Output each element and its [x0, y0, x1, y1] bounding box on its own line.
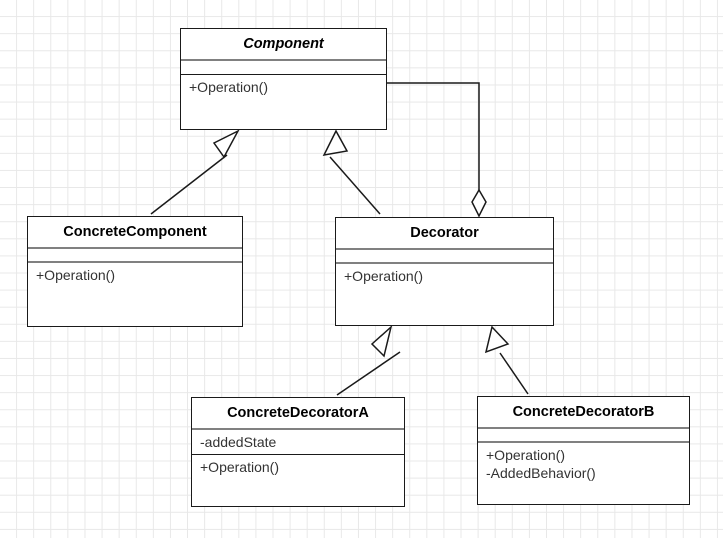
hollow-triangle-arrowhead: [370, 324, 393, 358]
class-box-concrete-decorator-b[interactable]: ConcreteDecoratorB +Operation() -AddedBe…: [477, 396, 690, 505]
class-name-decorator: Decorator: [336, 218, 553, 250]
hollow-triangle-arrowhead: [484, 325, 510, 354]
operations-compartment-decorator: +Operation(): [344, 267, 423, 284]
operations-compartment-concrete-decorator-b: +Operation() -AddedBehavior(): [486, 446, 596, 482]
attributes-compartment-concrete-decorator-a: -addedState: [192, 430, 404, 456]
edge-aggregation-decorator-component[interactable]: [387, 82, 487, 218]
edge-generalization-concretecomponent-component[interactable]: [150, 129, 240, 215]
class-box-decorator[interactable]: Decorator +Operation(): [335, 217, 554, 326]
edge-generalization-decorator-component[interactable]: [322, 129, 381, 215]
edge-generalization-concretedecoratora-decorator[interactable]: [336, 324, 401, 396]
attributes-compartment-decorator: [336, 250, 553, 264]
attributes-compartment-concrete-decorator-b: [478, 429, 689, 443]
edge-generalization-concretedecoratorb-decorator[interactable]: [484, 325, 529, 395]
attributes-compartment-component: [181, 61, 386, 75]
attributes-compartment-concrete-component: [28, 249, 242, 263]
class-name-concrete-decorator-b: ConcreteDecoratorB: [478, 397, 689, 429]
class-name-concrete-component: ConcreteComponent: [28, 217, 242, 249]
hollow-triangle-arrowhead: [212, 129, 240, 159]
class-box-concrete-decorator-a[interactable]: ConcreteDecoratorA -addedState +Operatio…: [191, 397, 405, 507]
class-box-concrete-component[interactable]: ConcreteComponent +Operation(): [27, 216, 243, 327]
hollow-triangle-arrowhead: [322, 129, 349, 156]
operations-compartment-concrete-component: +Operation(): [36, 266, 115, 283]
class-name-concrete-decorator-a: ConcreteDecoratorA: [192, 398, 404, 430]
operations-compartment-component: +Operation(): [189, 78, 268, 95]
class-box-component[interactable]: Component +Operation(): [180, 28, 387, 130]
hollow-diamond-arrowhead: [471, 188, 487, 218]
operations-compartment-concrete-decorator-a: +Operation(): [200, 459, 279, 476]
class-name-component: Component: [181, 29, 386, 61]
